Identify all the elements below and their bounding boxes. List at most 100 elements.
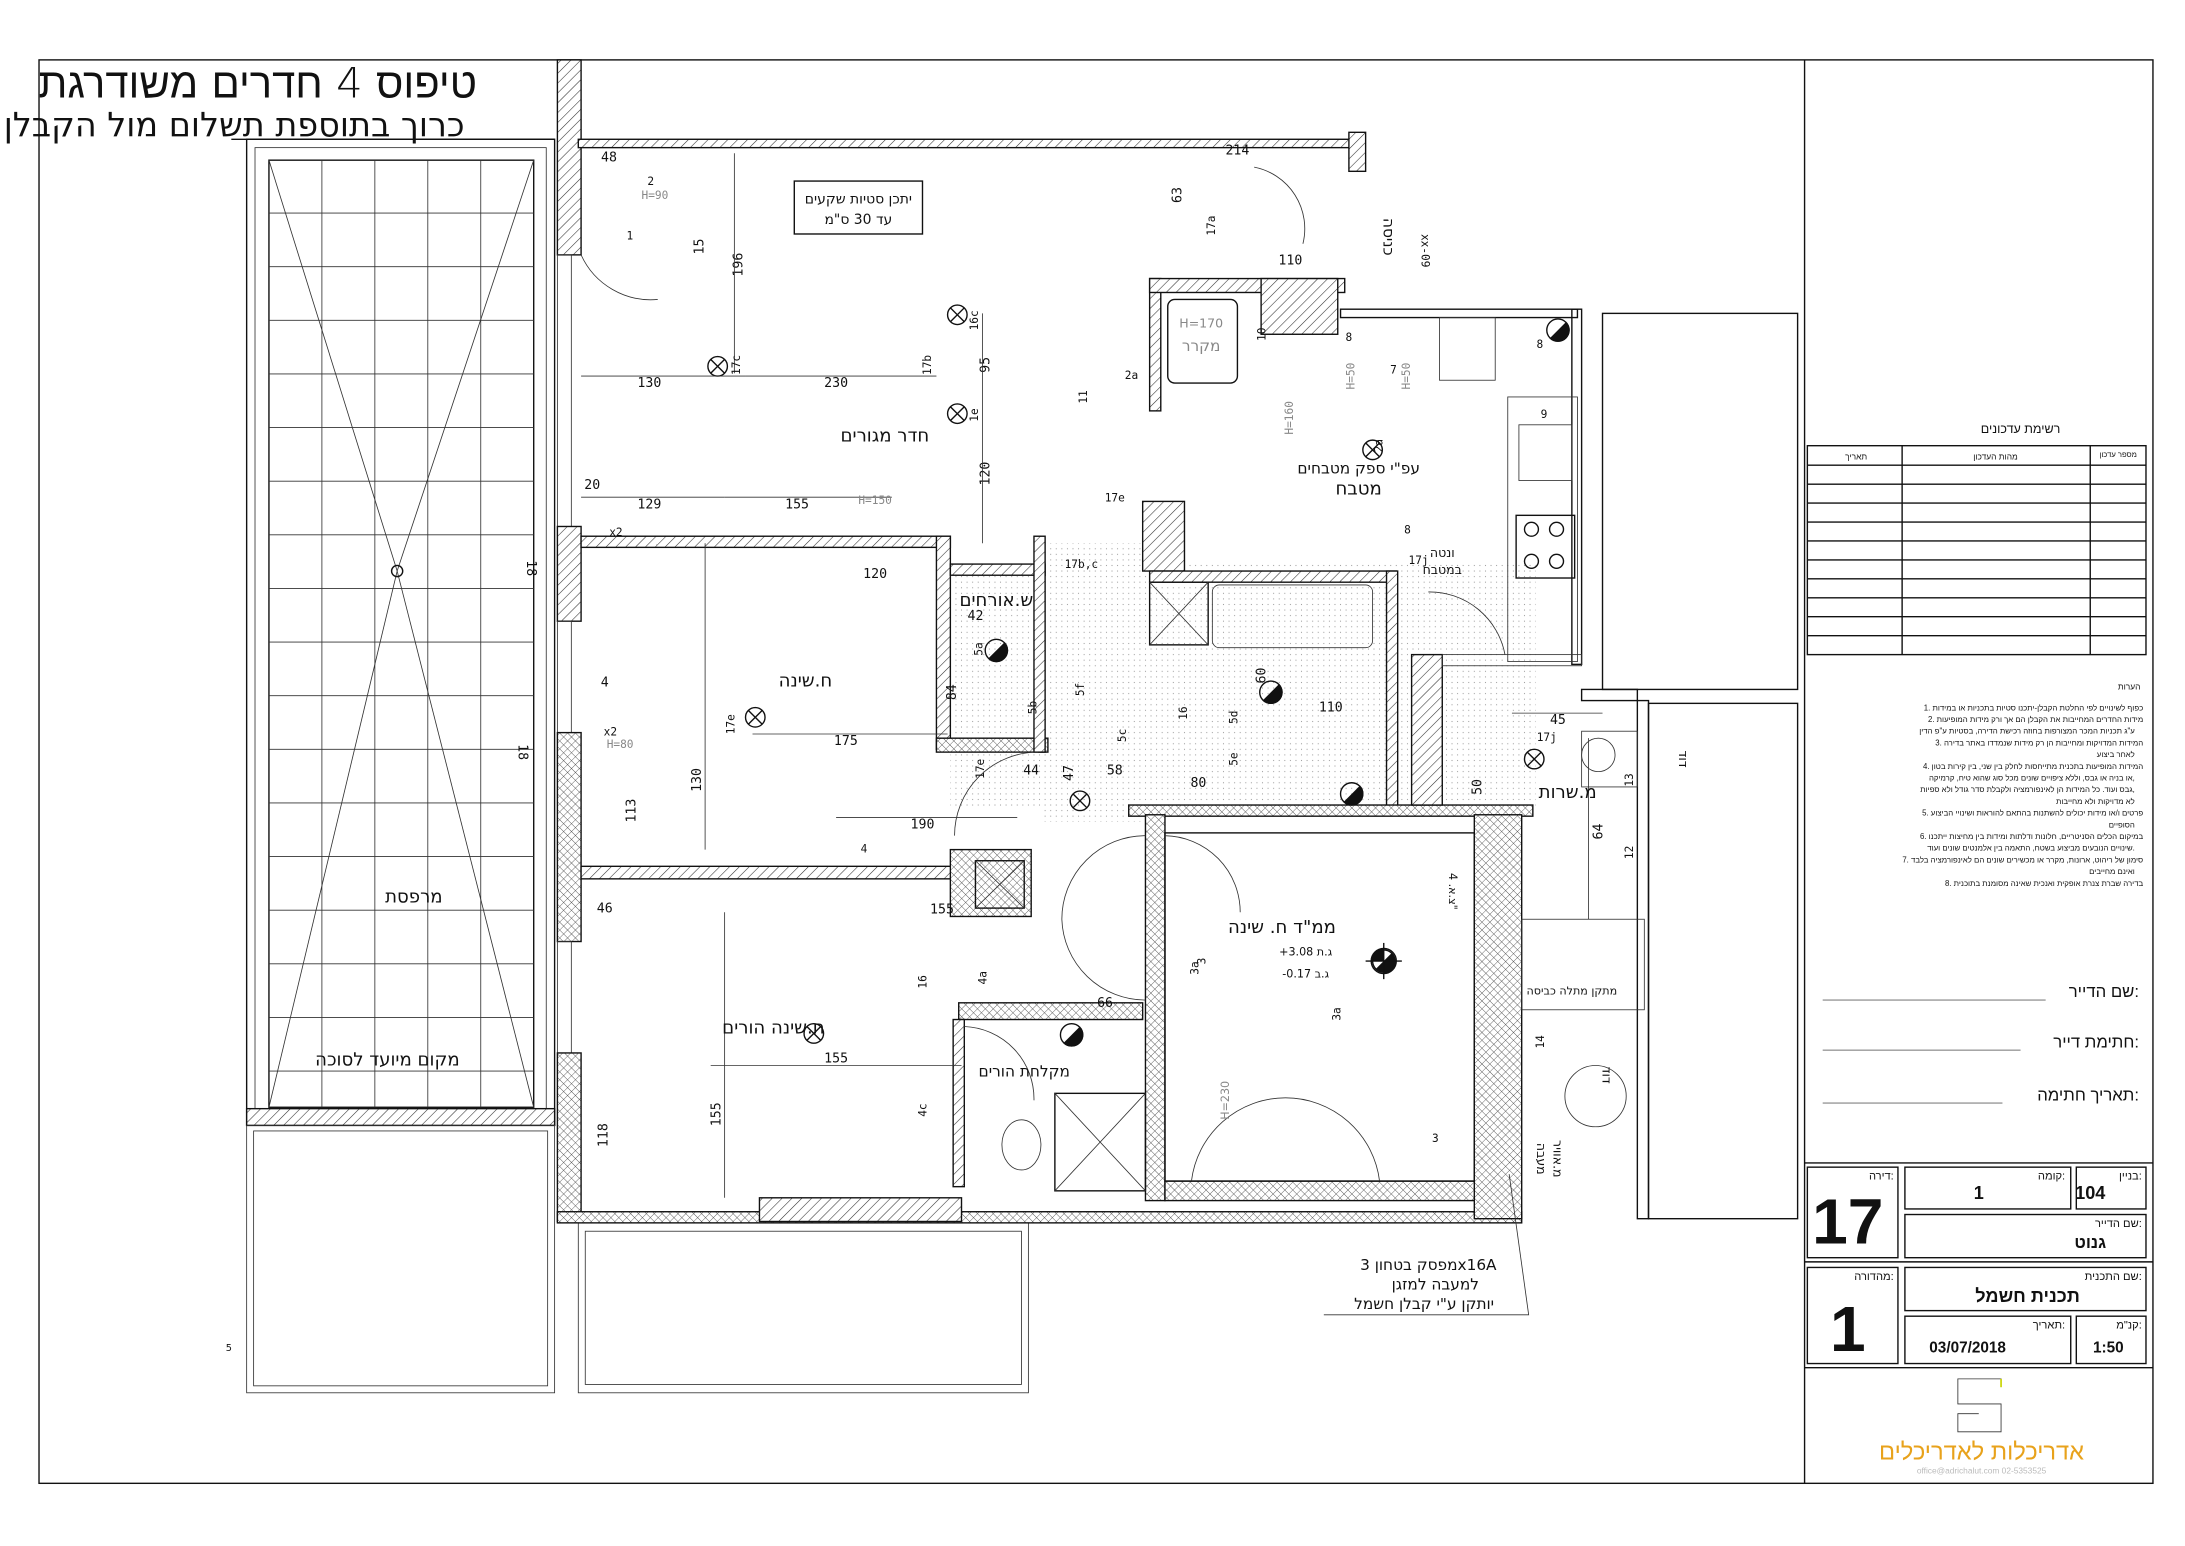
dimension-label: 155 <box>785 497 809 512</box>
dimension-label: 155 <box>824 1052 848 1067</box>
fixture-label: 5e <box>1227 752 1240 766</box>
signatures: שם הדייר: חתימת דייר: תאריך חתימה: <box>1822 982 2139 1104</box>
fixture-label: H=50 <box>1344 363 1357 390</box>
fixture-label: 5b <box>1027 701 1040 715</box>
svg-text:למעבה למזגן: למעבה למזגן <box>1392 1276 1479 1294</box>
room-labels: חדר מגורים ח.שינה ח.שינה הורים ממ"ד ח. ש… <box>722 218 1691 1178</box>
fixture-label: H=80 <box>607 738 634 751</box>
tenant-name-label: שם הדייר: <box>2069 982 2139 1001</box>
dimension-label: 58 <box>1107 763 1123 778</box>
apartment-number: 17 <box>1812 1186 1883 1258</box>
signature-date-label: תאריך חתימה: <box>2037 1085 2139 1104</box>
wall-socket-icon <box>984 638 1009 663</box>
svg-text:שם התכנית:: שם התכנית: <box>2085 1271 2142 1283</box>
note-line: 3. המידות המדויקות ומחייבות הן רק מידות … <box>1935 738 2143 747</box>
fixture-label: 3 <box>1195 958 1208 965</box>
fixture-label: xx-09 <box>1418 234 1431 267</box>
svg-text:קומה:: קומה: <box>2038 1171 2065 1183</box>
dimension-label: 95 <box>978 357 993 373</box>
fixture-label: 8 <box>1404 523 1411 536</box>
dimension-label: 84 <box>945 684 960 700</box>
kitchen-supplier-note: עפ"י ספק מטבחים <box>1297 460 1420 478</box>
dimension-label: 64 <box>1592 824 1607 840</box>
fixture-label: 3a <box>1188 961 1201 974</box>
room-label-service: מ.שרות <box>1539 782 1597 803</box>
dimension-label: 230 <box>824 376 848 391</box>
general-notes: הערות 1. כפוף לשינויים לפי החלטת הקבלן-י… <box>1902 681 2143 887</box>
dimension-label: 60 <box>1254 668 1269 684</box>
note-line: 5. פרטים ו/או מידות יכולים להשתנות בהתאם… <box>1922 809 2143 818</box>
dimension-label: 196 <box>732 253 747 277</box>
wall-socket-icon <box>1259 680 1283 705</box>
dimension-label: 110 <box>1278 254 1302 269</box>
title-text: טיפוס 4 חדרים משודרגת <box>39 59 477 108</box>
svg-text:מהות העדכון: מהות העדכון <box>1973 452 2018 462</box>
ceiling-light-icon <box>1069 790 1091 812</box>
fixture-label: 2a <box>1125 369 1138 382</box>
note-line: שינויים הנובעים מביצוע בשטח, התאמה בין א… <box>1927 844 2135 853</box>
fixture-label: 7 <box>1390 363 1397 376</box>
svg-text:תאריך: תאריך <box>1845 452 1867 462</box>
note-line: 8. בדירה שברת צנרת אופקית ואנכית שאינה מ… <box>1945 879 2144 888</box>
fixture-label: 14 <box>1534 1035 1547 1049</box>
dimension-label: 118 <box>597 1123 612 1147</box>
ceiling-light-icon <box>946 403 968 425</box>
building-number: 104 <box>2075 1183 2105 1203</box>
floor-number: 1 <box>1974 1183 1984 1203</box>
fixture-label: 17b,c <box>1065 558 1099 571</box>
dimension-label: 130 <box>637 376 661 391</box>
fixture-label: 2a <box>1372 439 1385 452</box>
fixture-label: 8 <box>1346 331 1353 344</box>
fixture-label: 1 <box>627 230 634 243</box>
fixture-label: 16c <box>968 310 981 330</box>
fixture-label: 17e <box>974 758 987 778</box>
fixture-label: 3a <box>1331 1007 1344 1020</box>
dimension-label: 18 <box>514 744 529 760</box>
wall-socket-icon <box>1059 1023 1084 1047</box>
room-label-bedroom: ח.שינה <box>779 671 833 692</box>
ac-breaker-callout: מפסק בטחון 3x16A למעבה למזגן יותקן ע"י ק… <box>1323 1174 1530 1316</box>
hood-label-2: במטבח <box>1423 562 1462 577</box>
dimension-label: 47 <box>1062 765 1077 781</box>
sukkah-label: מקום מיועד לסוכה <box>315 1049 460 1070</box>
fixture-label: 5c <box>1116 729 1129 742</box>
svg-text:יתכן סטיות שקעים: יתכן סטיות שקעים <box>805 191 912 207</box>
dimension-label: 113 <box>624 799 639 823</box>
dimension-label: 44 <box>1023 763 1039 778</box>
svg-text:עד 30 ס"מ: עד 30 ס"מ <box>824 212 892 228</box>
svg-text:מהדורה:: מהדורה: <box>1854 1271 1894 1283</box>
fixture-label: 8 <box>1536 338 1543 351</box>
fixture-label: 16 <box>917 975 930 988</box>
boiler-label-2: דוד <box>1600 1067 1615 1084</box>
dimension-label: 110 <box>1319 701 1343 716</box>
dimension-label: 120 <box>978 462 993 486</box>
dimension-label: 48 <box>601 151 617 166</box>
fixture-label: x2 <box>609 526 622 539</box>
room-label-mamad: ממ"ד ח. שינה <box>1228 917 1336 938</box>
fixture-label: 4a <box>977 971 990 984</box>
fixture-label: 5a <box>972 642 985 655</box>
note-line: הסופיים <box>2109 820 2135 829</box>
fixture-label: 17e <box>724 714 737 734</box>
socket-symbols <box>984 318 1570 1047</box>
ceiling-light-icon <box>1523 748 1545 770</box>
dimension-label: 42 <box>967 609 983 624</box>
ceiling-light-icon <box>744 706 766 728</box>
note-line: 7. סימון של ריהוט, ארונות, מקרר או מכשיר… <box>1902 855 2143 864</box>
dimension-label: 45 <box>1550 713 1566 728</box>
fixture-label: 4 <box>861 842 868 855</box>
walls <box>556 59 1799 1224</box>
fixture-label: 9 <box>1541 408 1548 421</box>
fixture-label: 17a <box>1205 216 1218 236</box>
room-label-guest-wc: ש.אורחים <box>959 590 1033 611</box>
fixture-label: 5d <box>1227 711 1240 724</box>
fixture-label: 3 <box>1432 1132 1439 1145</box>
room-label-parents-bedroom: ח.שינה הורים <box>722 1017 824 1038</box>
fixture-label: H=150 <box>858 494 892 507</box>
ceiling-light-icon <box>1362 439 1384 461</box>
sheet-title: טיפוס 4 חדרים משודרגת כרוך בתוספת תשלום … <box>4 59 555 144</box>
dimension-label: 46 <box>597 901 613 916</box>
revisions-table: רשימת עדכונים מספר עדכון מהות העדכון תאר… <box>1806 422 2147 656</box>
fixture-label: 4c <box>917 1103 930 1116</box>
mamad-vent-label: צ.א. 4" <box>1446 873 1459 910</box>
